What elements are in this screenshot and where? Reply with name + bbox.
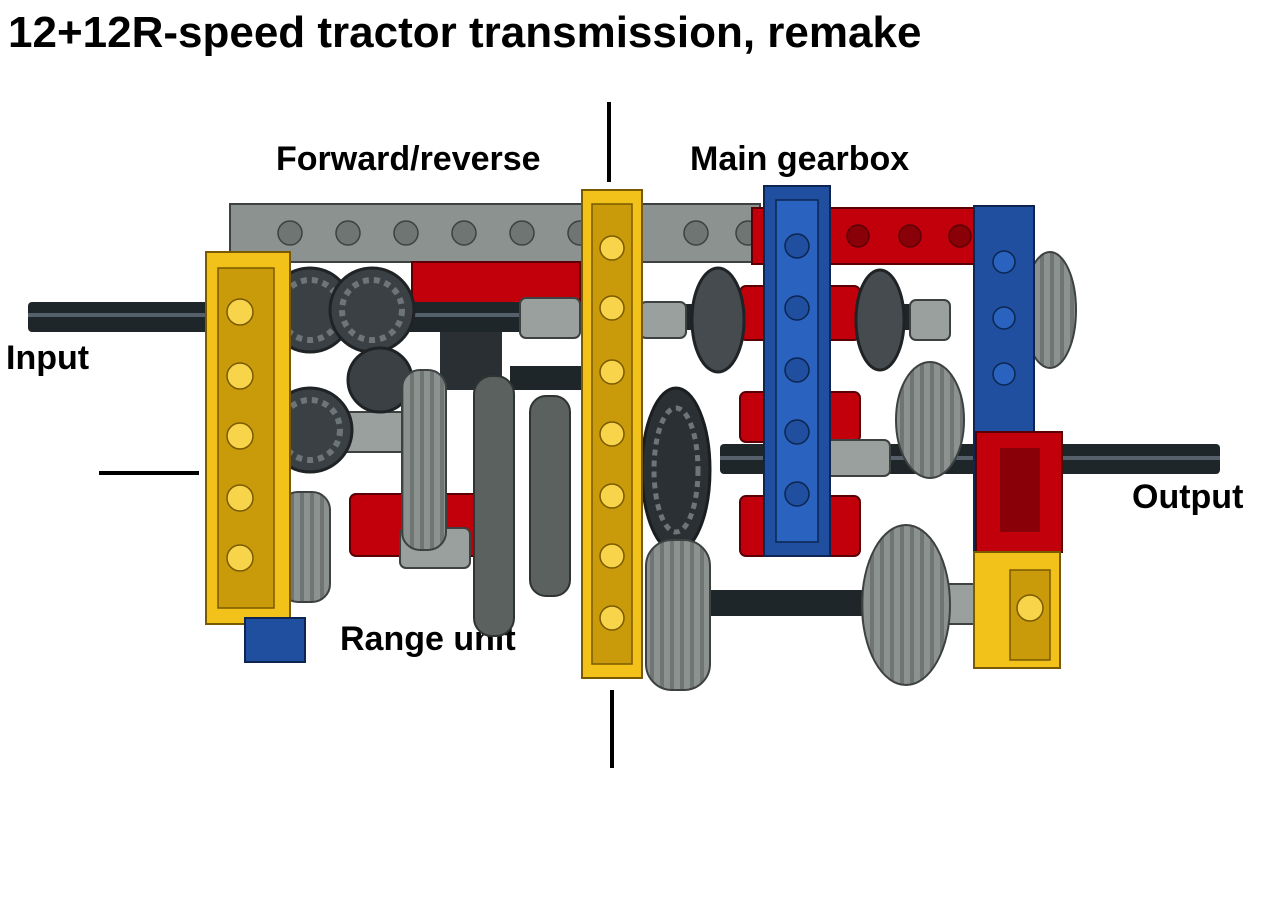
- main-gearbox-gears: [640, 251, 1077, 691]
- main-blue-beam: [763, 185, 831, 557]
- label-output: Output: [1132, 478, 1244, 516]
- divider-lines: [99, 102, 614, 768]
- left-yellow-beam: [205, 251, 291, 625]
- output-red-block: [975, 431, 1063, 553]
- lower-axle: [700, 590, 880, 616]
- label-forward-reverse: Forward/reverse: [276, 140, 541, 178]
- center-yellow-beam: [581, 189, 643, 679]
- bottom-blue-block: [244, 617, 306, 663]
- page-title: 12+12R-speed tractor transmission, remak…: [8, 8, 922, 57]
- label-input: Input: [6, 339, 90, 377]
- top-gray-beam: [229, 203, 761, 263]
- label-main-gearbox: Main gearbox: [690, 140, 910, 178]
- output-yellow-block: [973, 551, 1061, 669]
